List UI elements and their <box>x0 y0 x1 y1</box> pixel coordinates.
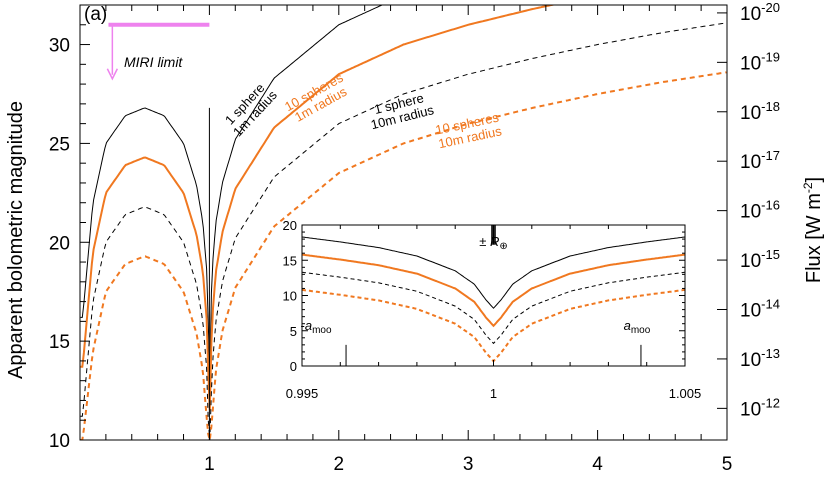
y2-tick-label: 10-19 <box>740 49 780 74</box>
y-tick-label: 15 <box>49 332 70 353</box>
inset-x-tick-label: 1.005 <box>669 386 702 401</box>
earth-radius-label: ± R⊕ <box>479 234 508 252</box>
inset-background <box>302 225 685 366</box>
y2-tick-label: 10-14 <box>740 297 780 322</box>
y2-tick-label: 10-15 <box>740 247 780 272</box>
inset-x-tick-label: 0.995 <box>286 386 319 401</box>
x-tick-label: 1 <box>204 454 215 475</box>
inset-series-line-0 <box>301 236 686 309</box>
y-tick-label: 30 <box>49 36 70 57</box>
y2-label-suffix: ] <box>803 177 825 183</box>
inset-plot: 0.995 1 1.005 0 5 10 15 20 ± R⊕ -amoo amoo <box>283 218 702 401</box>
y2-tick-label: 10-17 <box>740 148 780 173</box>
panel-label: (a) <box>84 4 107 25</box>
a-moo-left-label: -amoo <box>301 318 332 336</box>
inset-y-tick-label: 15 <box>283 253 297 268</box>
y2-label-sup: -2 <box>801 182 815 193</box>
inset-series-line-1 <box>301 253 686 328</box>
y-tick-label: 10 <box>49 431 70 452</box>
y2-axis-label: Flux [W m-2] <box>801 177 825 283</box>
x-tick-label: 5 <box>722 454 733 475</box>
series-line-3 <box>80 71 727 440</box>
inset-y-tick-label: 10 <box>283 289 297 304</box>
miri-limit-label: MIRI limit <box>124 54 183 70</box>
y-tick-label: 25 <box>49 134 70 155</box>
inset-y-tick-label: 20 <box>283 218 297 233</box>
y-tick-label: 20 <box>49 233 70 254</box>
x-tick-label: 2 <box>334 454 345 475</box>
series-line-1 <box>80 5 557 411</box>
series-label: 1 sphere1m radius <box>220 78 280 140</box>
inset-y-tick-label: 5 <box>290 324 297 339</box>
inset-y-tick-label: 0 <box>290 359 297 374</box>
inset-series-line-2 <box>301 271 686 345</box>
y2-tick-label: 10-20 <box>740 0 780 25</box>
y2-tick-label: 10-18 <box>740 99 780 124</box>
y2-tick-label: 10-13 <box>740 346 780 371</box>
y-axis-label: Apparent bolometric magnitude <box>5 101 27 379</box>
x-tick-label: 3 <box>463 454 474 475</box>
series-line-0 <box>80 5 384 381</box>
plot-frame <box>79 4 728 441</box>
a-moo-right-label: amoo <box>624 318 651 336</box>
series-label: 10 spheres10m radius <box>434 109 503 151</box>
y2-tick-label: 10-12 <box>740 395 780 420</box>
y2-tick-label: 10-16 <box>740 198 780 223</box>
x-tick-label: 4 <box>592 454 603 475</box>
inset-x-tick-label: 1 <box>490 386 497 401</box>
series-line-2 <box>80 22 727 440</box>
miri-limit-arrowhead <box>106 68 119 81</box>
series-label: 10 spheres1m radius <box>282 70 353 127</box>
y2-label-prefix: Flux [W m <box>803 193 825 283</box>
series-label: 1 sphere10m radius <box>366 88 436 132</box>
